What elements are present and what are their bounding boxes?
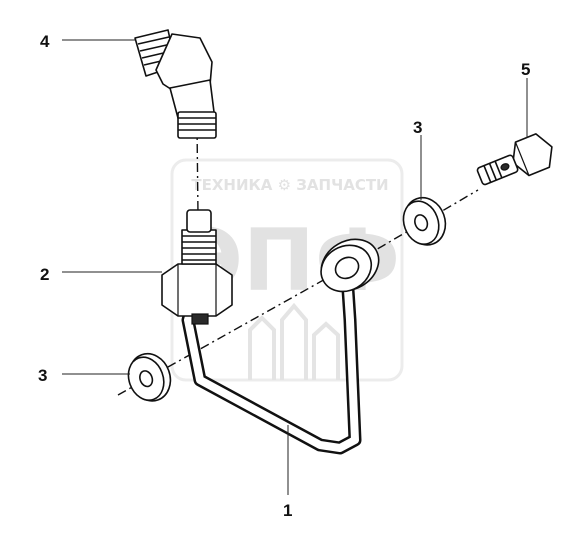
leader-lines <box>62 39 528 495</box>
callout-3-right: 3 <box>413 118 422 137</box>
pipe-inner <box>184 286 359 452</box>
banjo-bolt <box>476 133 553 186</box>
watermark-text: ТЕХНИКА ⚙ ЗАПЧАСТИ <box>191 176 388 194</box>
pipe-assembly <box>181 238 380 455</box>
elbow-fitting <box>134 29 217 139</box>
callout-1: 1 <box>283 501 292 520</box>
callout-4: 4 <box>40 32 50 51</box>
union-nut-fitting <box>161 209 233 325</box>
watermark-emblem <box>248 302 340 380</box>
callout-labels: 1 2 3 3 4 5 <box>38 32 530 520</box>
sealing-washer-left <box>127 352 172 402</box>
sealing-washer-right <box>402 196 447 246</box>
callout-5: 5 <box>521 60 530 79</box>
callout-2: 2 <box>40 265 49 284</box>
banjo-eye <box>320 238 380 293</box>
callout-3-left: 3 <box>38 366 47 385</box>
